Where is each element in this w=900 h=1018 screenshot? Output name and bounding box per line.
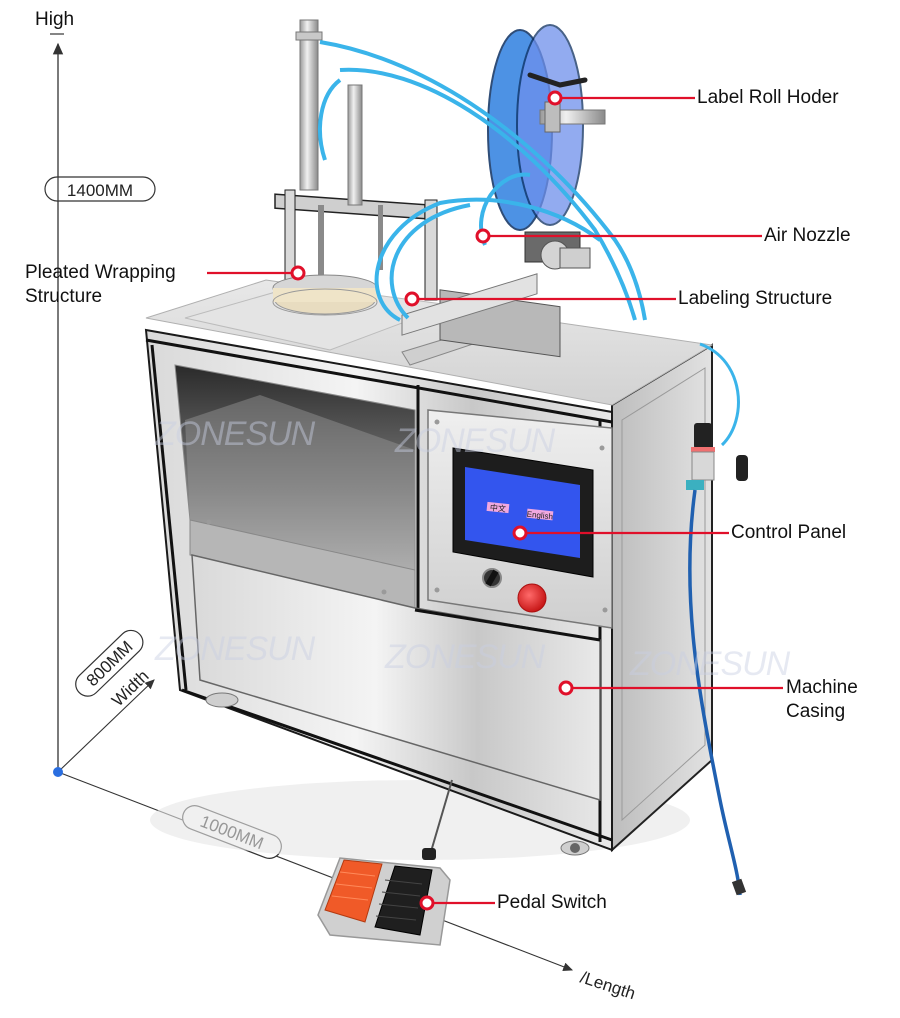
callout-dot-label-roll[interactable] <box>547 90 563 106</box>
callout-dot-casing[interactable] <box>558 680 574 696</box>
callout-dot-pedal[interactable] <box>419 895 435 911</box>
hmi-button-chinese[interactable]: 中文 <box>486 501 510 514</box>
callout-label-roll-holder: Label Roll Hoder <box>697 87 839 108</box>
callout-dot-labeling[interactable] <box>404 291 420 307</box>
air-supply-hose <box>688 489 742 896</box>
callout-dot-control-panel[interactable] <box>512 525 528 541</box>
callout-lines <box>207 96 783 905</box>
emergency-stop-button[interactable] <box>517 583 547 613</box>
callout-dot-pleated[interactable] <box>290 265 306 281</box>
watermark-text: ZONESUN <box>384 638 546 676</box>
pleated-wrapping-mechanism <box>272 19 438 316</box>
watermark-text: ZONESUN <box>154 630 316 668</box>
casing-door <box>191 554 601 802</box>
hmi-touchscreen[interactable]: 中文 English <box>452 447 594 578</box>
watermark-text: ZONESUN <box>629 645 791 683</box>
machine-feet <box>205 692 590 856</box>
height-value-text: 1400MM <box>67 181 133 200</box>
panel-screws <box>206 419 608 613</box>
air-regulator <box>686 423 748 490</box>
callout-casing-line1: Machine <box>786 677 858 698</box>
watermark-text: ZONESUN <box>154 415 316 453</box>
origin-dot <box>53 767 63 777</box>
callout-control-panel: Control Panel <box>731 522 847 543</box>
width-axis-line <box>57 679 155 773</box>
hmi-display <box>465 467 580 558</box>
hmi-button-chinese-label: 中文 <box>489 502 506 514</box>
callout-dot-air-nozzle[interactable] <box>475 228 491 244</box>
callout-pleated-line2: Structure <box>25 286 103 307</box>
hmi-button-english-label: English <box>526 510 553 522</box>
callout-machine-casing: Machine Casing <box>786 676 858 724</box>
air-tubes <box>318 40 647 322</box>
side-panel <box>611 343 713 853</box>
callout-pedal-switch: Pedal Switch <box>497 892 607 913</box>
callout-pleated-wrapping: Pleated Wrapping Structure <box>25 261 176 309</box>
hmi-button-english[interactable]: English <box>526 508 553 522</box>
callout-air-nozzle: Air Nozzle <box>764 225 851 246</box>
callout-dots <box>290 90 574 911</box>
selector-switch[interactable] <box>482 568 502 588</box>
length-axis-line <box>57 771 574 971</box>
callout-labeling-structure: Labeling Structure <box>678 288 833 309</box>
side-air-tube <box>699 342 740 447</box>
length-axis-label-group: /Length <box>578 968 638 1004</box>
machine: 中文 English <box>144 279 792 896</box>
callout-pleated-line1: Pleated Wrapping <box>25 262 176 283</box>
watermarks: ZONESUN ZONESUN ZONESUN ZONESUN ZONESUN <box>154 415 792 683</box>
height-axis-label: High <box>35 9 75 30</box>
pedal-switch[interactable] <box>317 779 453 946</box>
height-value-pill: 1400MM <box>44 176 156 202</box>
watermark-text: ZONESUN <box>394 422 556 460</box>
callout-casing-line2: Casing <box>786 701 846 722</box>
length-axis-label: /Length <box>578 968 638 1004</box>
